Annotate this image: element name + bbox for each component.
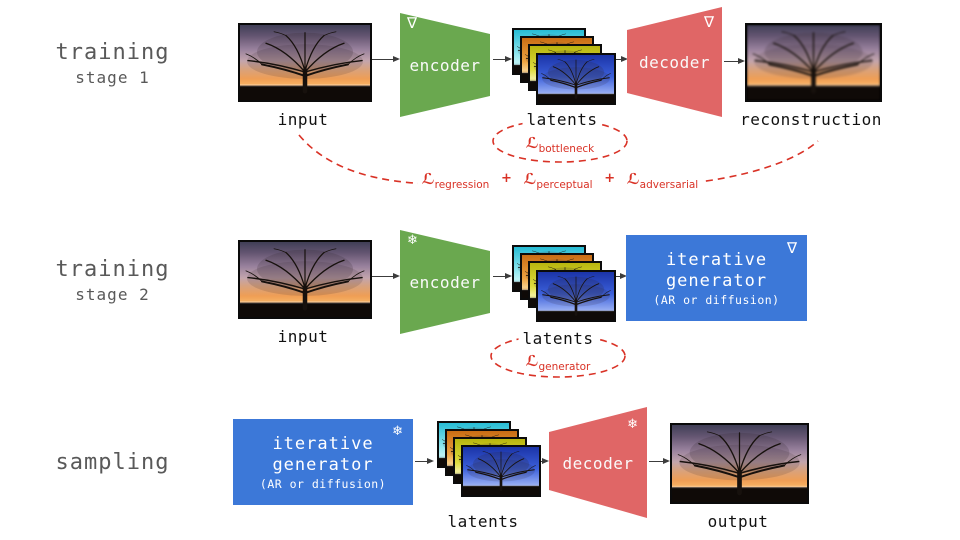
plus-sign: + — [604, 171, 616, 186]
stage2-encoder: ❄ encoder — [400, 230, 490, 334]
reconstruction-loss-curve-right — [681, 140, 819, 185]
latent-card-blue — [536, 53, 616, 105]
stage1-reconstruction-image — [745, 23, 882, 102]
loss-symbol: ℒ — [421, 170, 435, 188]
sampling-title: sampling — [55, 450, 170, 475]
latent-card-blue — [461, 445, 541, 497]
stage1-latents-caption: latents — [522, 110, 602, 129]
stage1-heading: training stage 1 — [25, 40, 200, 87]
loss-subscript: bottleneck — [538, 143, 595, 156]
gradient-nabla-icon: ∇ — [703, 13, 714, 31]
latent-card-blue — [536, 270, 616, 322]
frozen-snowflake-icon: ❄ — [407, 233, 418, 248]
sampling-iterative-generator: ❄ iterative generator (AR or diffusion) — [233, 419, 413, 505]
sunset-tree-photo — [672, 425, 807, 502]
generator-label-line1: iterative — [272, 434, 374, 454]
encoder-label: encoder — [409, 56, 481, 75]
tree-silhouette-icon — [747, 25, 880, 100]
gradient-nabla-icon: ∇ — [407, 14, 418, 32]
sampling-output-image — [670, 423, 809, 504]
stage1-arrow-input-encoder — [372, 55, 400, 62]
stage1-title: training — [55, 40, 170, 65]
stage1-decoder: ∇ decoder — [627, 7, 722, 117]
encoder-trapezoid — [400, 13, 490, 117]
loss-subscript: adversarial — [639, 179, 699, 192]
loss-symbol: ℒ — [523, 170, 537, 188]
sunset-tree-photo — [240, 242, 370, 317]
frozen-snowflake-icon: ❄ — [627, 417, 638, 432]
loss-subscript: perceptual — [536, 179, 593, 192]
frozen-snowflake-icon: ❄ — [392, 424, 403, 439]
stage1-input-caption: input — [273, 110, 333, 129]
stage1-input-image — [238, 23, 372, 102]
stage1-arrow-decoder-reconstruction — [724, 57, 745, 64]
sunset-tree-photo-blurred — [747, 25, 880, 100]
bottleneck-loss-label: ℒbottleneck — [521, 133, 599, 156]
stage2-arrow-latents-generator — [613, 272, 627, 279]
decoder-label: decoder — [639, 53, 710, 72]
loss-symbol: ℒ — [626, 170, 640, 188]
loss-subscript: generator — [538, 361, 591, 374]
stage2-arrow-input-encoder — [372, 272, 400, 279]
tree-silhouette-icon — [538, 55, 614, 103]
stage1-arrow-latents-decoder — [613, 55, 628, 62]
generator-loss-label: ℒgenerator — [521, 351, 595, 374]
stage1-subtitle: stage 1 — [75, 68, 150, 87]
tree-silhouette-icon — [463, 447, 539, 495]
sunset-tree-photo — [240, 25, 370, 100]
tree-silhouette-icon — [240, 242, 370, 317]
gradient-nabla-icon: ∇ — [786, 239, 797, 257]
encoder-label: encoder — [409, 273, 481, 292]
sampling-heading: sampling — [25, 450, 200, 475]
stage2-subtitle: stage 2 — [75, 285, 150, 304]
sampling-output-caption: output — [703, 512, 773, 531]
sampling-arrow-generator-latents — [415, 457, 434, 464]
stage2-title: training — [55, 257, 170, 282]
sampling-arrow-decoder-output — [649, 457, 670, 464]
plus-sign: + — [500, 171, 512, 186]
decoder-trapezoid — [627, 7, 722, 117]
tree-silhouette-icon — [672, 425, 807, 502]
generator-label-line2: generator — [665, 271, 768, 291]
sampling-latents-caption: latents — [443, 512, 523, 531]
reconstruction-loss-equation: ℒregression + ℒperceptual + ℒadversarial — [417, 169, 703, 192]
generator-sublabel: (AR or diffusion) — [259, 477, 387, 491]
tree-silhouette-icon — [538, 272, 614, 320]
loss-subscript: regression — [434, 179, 490, 192]
generator-label-line1: iterative — [665, 250, 768, 270]
tree-silhouette-icon — [240, 25, 370, 100]
decoder-label: decoder — [562, 454, 634, 473]
decoder-trapezoid — [549, 407, 647, 518]
encoder-trapezoid — [400, 230, 490, 334]
stage2-iterative-generator: ∇ iterative generator (AR or diffusion) — [626, 235, 807, 321]
stage2-heading: training stage 2 — [25, 257, 200, 304]
stage2-arrow-encoder-latents — [493, 272, 512, 279]
stage2-input-image — [238, 240, 372, 319]
stage1-encoder: ∇ encoder — [400, 13, 490, 117]
stage1-arrow-encoder-latents — [493, 55, 512, 62]
reconstruction-loss-curve-left — [298, 134, 437, 185]
stage2-input-caption: input — [273, 327, 333, 346]
stage2-latents-caption: latents — [518, 329, 598, 348]
stage1-reconstruction-caption: reconstruction — [736, 110, 886, 129]
loss-symbol: ℒ — [525, 352, 539, 370]
loss-symbol: ℒ — [525, 134, 539, 152]
generator-sublabel: (AR or diffusion) — [653, 293, 780, 307]
generator-label-line2: generator — [272, 455, 374, 475]
sampling-decoder: ❄ decoder — [549, 407, 647, 518]
